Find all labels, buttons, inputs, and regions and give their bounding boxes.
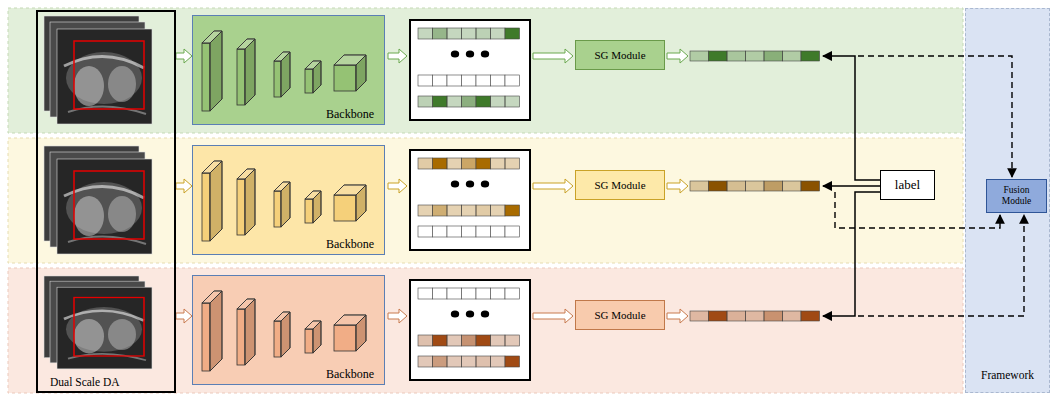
- ellipsis-dots: [451, 51, 489, 58]
- backbone-box: Backbone: [192, 145, 385, 255]
- output-vector: [690, 181, 820, 191]
- sg-module-box: SG Module: [575, 40, 665, 70]
- feature-row: [418, 96, 520, 107]
- feature-row-empty: [418, 226, 520, 237]
- flow-arrow: [667, 309, 688, 323]
- feature-row: [418, 158, 520, 169]
- node-label: SG Module: [594, 49, 645, 61]
- block-arrow: [176, 49, 192, 63]
- node-label: Framework: [981, 369, 1034, 382]
- backbone-ground: [192, 145, 385, 255]
- backbone-box: Backbone: [192, 275, 385, 385]
- band-ground: [8, 8, 963, 133]
- fusion-line: [858, 215, 1024, 316]
- flow-arrow: [533, 309, 573, 323]
- network-layers: [202, 161, 366, 241]
- supervision-line: [823, 192, 880, 316]
- network-layers: [202, 31, 366, 111]
- ellipsis-dots: [451, 311, 489, 318]
- feature-box: [410, 280, 530, 380]
- feature-row-empty: [418, 288, 520, 299]
- fusion-line: [858, 56, 1012, 177]
- ellipsis-dots: [451, 181, 489, 188]
- branch-band: [8, 268, 963, 393]
- node-label: Fusion Module: [989, 185, 1044, 206]
- label-box: label: [880, 170, 935, 200]
- band-ground: [8, 138, 963, 263]
- flow-arrow: [667, 179, 688, 193]
- branch-band: [8, 138, 963, 263]
- output-vector: [690, 311, 820, 321]
- output-vector: [690, 51, 820, 61]
- flow-arrow: [533, 179, 573, 193]
- sg-module-box: SG Module: [575, 170, 665, 200]
- backbone-ground: [192, 275, 385, 385]
- augmentation-group-box: Dual Scale DA: [36, 10, 176, 393]
- feature-row: [418, 356, 520, 367]
- block-arrow: [176, 179, 192, 193]
- supervision-lines: [823, 56, 880, 316]
- feature-box: [410, 150, 530, 250]
- feature-row: [418, 28, 520, 39]
- feature-row: [418, 335, 520, 346]
- node-label: Dual Scale DA: [50, 376, 120, 389]
- flow-arrow: [388, 309, 407, 323]
- flow-arrow: [388, 179, 407, 193]
- node-label: Backbone: [326, 368, 374, 381]
- flow-arrow: [388, 49, 407, 63]
- mri-slice-stack: [44, 146, 152, 254]
- flow-arrow: [533, 49, 573, 63]
- backbone-box: Backbone: [192, 15, 385, 125]
- framework-panel: Framework Fusion Module: [965, 8, 1050, 393]
- mri-slice-stack: [44, 16, 152, 124]
- node-label: label: [895, 178, 920, 193]
- framework-panel-ground: [965, 8, 1050, 393]
- node-label: Backbone: [326, 108, 374, 121]
- feature-row: [418, 205, 520, 216]
- flow-arrow: [667, 49, 688, 63]
- sg-module-box: SG Module: [575, 300, 665, 330]
- branch-band: [8, 8, 963, 133]
- node-label: SG Module: [594, 309, 645, 321]
- supervision-line: [823, 185, 880, 187]
- network-layers: [202, 291, 366, 371]
- fusion-module-box: Fusion Module: [986, 179, 1047, 213]
- backbone-ground: [192, 15, 385, 125]
- node-label: SG Module: [594, 179, 645, 191]
- mri-slice-stack: [44, 276, 152, 369]
- feature-box: [410, 20, 530, 120]
- supervision-line: [823, 56, 880, 180]
- node-label: Backbone: [326, 238, 374, 251]
- feature-row-empty: [418, 75, 520, 86]
- block-arrow: [176, 309, 192, 323]
- band-ground: [8, 268, 963, 393]
